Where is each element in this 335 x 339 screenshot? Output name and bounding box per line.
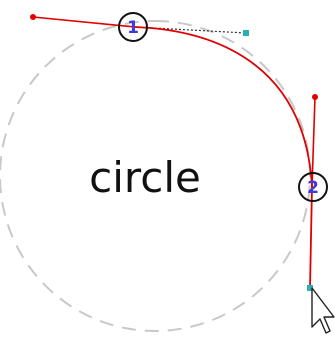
- anchor-node-2[interactable]: 2: [298, 172, 328, 202]
- handle-point-2-in[interactable]: [312, 94, 318, 100]
- handle-line-in-2: [311, 96, 316, 188]
- anchor-node-1[interactable]: 1: [118, 12, 148, 42]
- handle-line-in-1: [32, 16, 136, 28]
- arrow-cursor-icon: [311, 287, 335, 334]
- handle-line-out-1: [134, 26, 247, 34]
- guide-circle: [0, 20, 312, 333]
- shape-label: circle: [89, 153, 201, 202]
- anchor-node-ring: [118, 12, 148, 42]
- handle-point-1-out[interactable]: [243, 30, 249, 36]
- handle-point-2-out[interactable]: [307, 285, 313, 291]
- bezier-path[interactable]: [134, 26, 313, 289]
- anchor-node-number: 1: [127, 18, 139, 38]
- handle-point-1-in[interactable]: [30, 14, 36, 20]
- anchor-node-number: 2: [307, 178, 319, 198]
- anchor-node-ring: [298, 172, 328, 202]
